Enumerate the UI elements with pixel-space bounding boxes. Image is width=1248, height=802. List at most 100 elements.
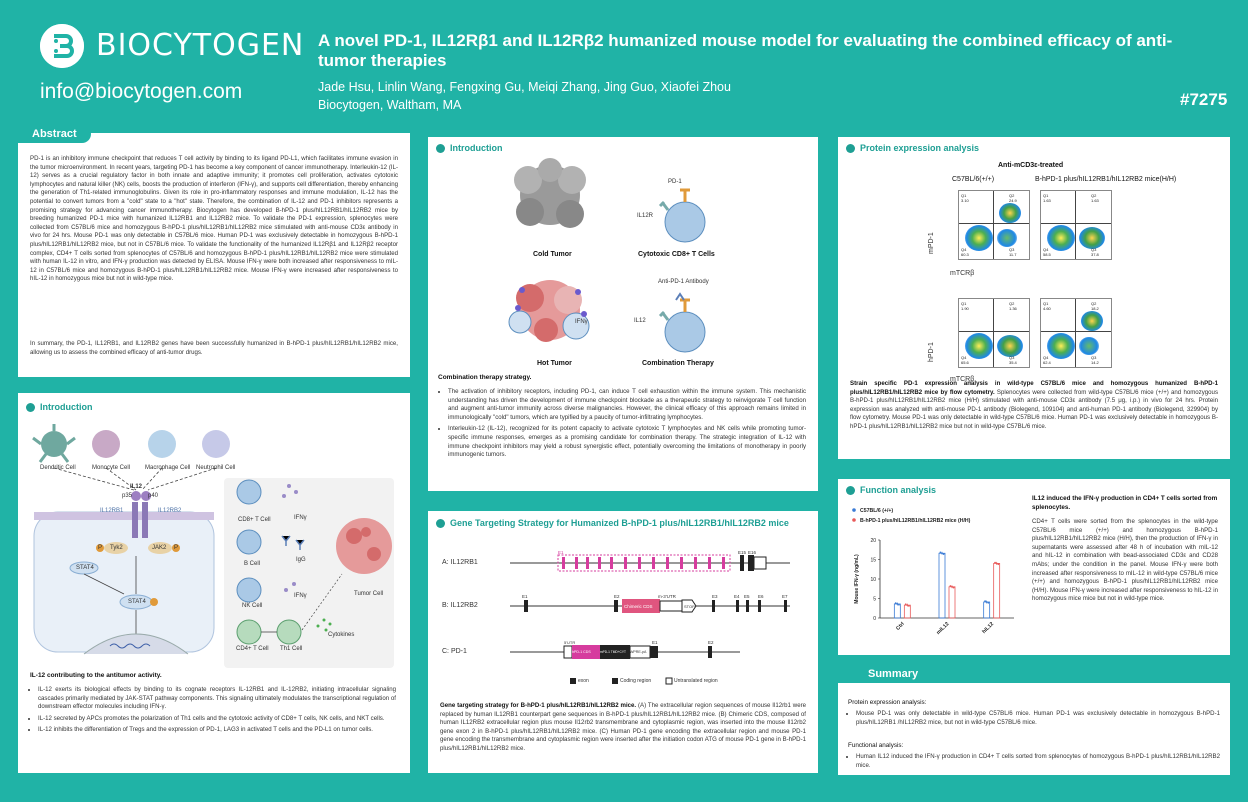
label-row-c: C: PD-1	[442, 648, 467, 655]
y-tick-label: 0	[873, 616, 876, 622]
poster-number: #7275	[1180, 90, 1228, 109]
label-b-e7: E7	[782, 594, 788, 599]
label-c-e1: E1	[652, 640, 658, 645]
summary-heading: Summary	[838, 665, 949, 683]
label-igg: IgG	[296, 557, 306, 563]
data-point	[997, 563, 1000, 566]
contact-email[interactable]: info@biocytogen.com	[40, 80, 243, 103]
label-p40: p40	[148, 493, 159, 499]
ifng-bar-chart: C57BL/6 (+/+)B-hPD-1 plus/hIL12RB1/hIL12…	[852, 508, 1014, 636]
label-cd8-t-cell: CD8+ T Cell	[238, 517, 271, 523]
summary-function-text: Human IL12 induced the IFN-γ production …	[848, 753, 1220, 773]
label-p35: p35	[122, 493, 133, 499]
gene-caption: Gene targeting strategy for B-hPD-1 plus…	[440, 702, 807, 752]
label-il12-mid: IL12	[634, 318, 646, 324]
legend-exon-swatch	[570, 678, 576, 684]
gene-targeting-diagram	[510, 554, 790, 685]
affiliation: Biocytogen, Waltham, MA	[318, 98, 462, 112]
label-p-left: P	[98, 545, 103, 551]
label-c-wpre: WPRE-pA	[630, 650, 647, 654]
section-dot-icon	[26, 402, 35, 412]
data-point	[949, 585, 952, 587]
intro-mid-bullet: Interleukin-12 (IL-12), recognized for i…	[448, 425, 806, 459]
nucleus	[83, 633, 189, 655]
label-x-tcrb-2: mTCRβ	[950, 376, 975, 383]
label-stat4-dimer: STAT4	[128, 599, 146, 605]
label-b-chimeric: Chimeric CDS	[624, 604, 653, 609]
intro-left-heading: Introduction	[26, 402, 93, 412]
legend-exon: exon	[578, 678, 589, 684]
bar	[903, 604, 911, 619]
legend-utr-swatch	[665, 677, 673, 685]
logo-text: BIOCYTOGEN	[96, 28, 305, 63]
summary-function-bullet: Human IL12 induced the IFN-γ production …	[856, 753, 1220, 770]
data-point	[942, 553, 945, 555]
section-dot-icon	[846, 143, 855, 153]
y-tick-label: 20	[870, 538, 876, 544]
flow-plot-hpd1-wt: Q1 1.90 Q2 1.36 Q4 65.6 Q3 35.4	[958, 298, 1030, 368]
legend-utr: Untranslated region	[674, 678, 718, 684]
neutrophil-cell-icon	[202, 430, 230, 458]
x-tick-label: mIL12	[936, 621, 951, 636]
label-nk-cell: NK Cell	[242, 603, 263, 609]
flow-plot-hpd1-hh: Q1 4.60 Q2 18.2 Q4 62.4 Q3 14.2	[1040, 298, 1112, 368]
th1-cell-icon	[276, 619, 302, 645]
data-point	[995, 562, 998, 565]
summary-protein-text: Mouse PD-1 was only detectable in wild-t…	[848, 710, 1220, 730]
cytotoxic-t-cell-icon	[658, 188, 706, 243]
tumor-cell-icon	[336, 518, 392, 574]
legend-label: B-hPD-1 plus/hIL12RB1/hIL12RB2 mice (H/H…	[860, 518, 971, 524]
intro-mid-bullet: The activation of inhibitory receptors, …	[448, 388, 806, 422]
label-a-exon-e16: E16	[748, 550, 757, 555]
biocytogen-logo-icon	[40, 24, 84, 68]
data-point	[894, 602, 897, 605]
label-b-e5: E5	[744, 594, 750, 599]
hot-tumor-icon	[508, 280, 590, 342]
summary-panel	[838, 683, 1230, 775]
function-right-title: IL12 induced the IFN-γ production in CD4…	[1032, 495, 1218, 511]
label-x-tcrb-1: mTCRβ	[950, 270, 975, 277]
label-c-hpd1: hPD-1 CDS	[572, 650, 591, 654]
dendritic-cell-icon	[32, 424, 76, 463]
cd8-t-cell-icon	[236, 479, 262, 505]
summary-protein-bullet: Mouse PD-1 was only detectable in wild-t…	[856, 710, 1220, 727]
label-ifng-2: IFNγ	[294, 593, 307, 599]
intro-left-bullet: IL-12 secreted by APCs promotes the pola…	[38, 715, 396, 724]
y-tick-label: 10	[870, 577, 876, 583]
y-tick-label: 5	[873, 596, 876, 602]
label-ifng-mid: IFNγ	[575, 319, 588, 325]
intro-mid-panel	[428, 137, 818, 491]
label-il12r: IL12R	[637, 213, 654, 219]
label-combination-therapy: Combination Therapy	[642, 360, 714, 367]
flow-plot-mpd1-hh: Q1 1.63 Q2 1.63 Q4 58.5 Q3 37.8	[1040, 190, 1112, 260]
summary-function-title: Functional analysis:	[848, 742, 904, 749]
intro-mid-bullets: The activation of inhibitory receptors, …	[440, 388, 806, 463]
label-macrophage-cell: Macrophage Cell	[145, 465, 191, 471]
abstract-paragraph-2: In summary, the PD-1, IL12RB1, and IL12R…	[30, 340, 398, 356]
data-point	[952, 586, 955, 589]
il12rb2-receptor	[142, 502, 148, 538]
function-heading: Function analysis	[846, 485, 936, 495]
protein-heading: Protein expression analysis	[846, 143, 979, 153]
data-point	[984, 600, 986, 603]
protein-panel	[838, 137, 1230, 459]
intro-mid-subheading: Combination therapy strategy.	[438, 374, 532, 381]
data-point	[985, 601, 988, 603]
authors: Jade Hsu, Linlin Wang, Fengxing Gu, Meiq…	[318, 80, 731, 94]
legend-coding: Coding region	[620, 678, 652, 684]
data-point	[987, 601, 990, 604]
monocyte-cell-icon	[92, 430, 120, 458]
function-right-text: CD4+ T cells were sorted from the spleno…	[1032, 518, 1218, 603]
cell-membrane	[33, 511, 215, 653]
data-point	[908, 605, 910, 607]
label-col-hh: B-hPD-1 plus/hIL12RB1/hIL12RB2 mice(H/H)	[1035, 176, 1177, 183]
label-y-hpd1: hPD-1	[928, 342, 935, 362]
label-b-utr: m-3'UTR	[658, 594, 676, 599]
label-th1-cell: Th1 Cell	[280, 646, 303, 652]
label-cytokines: Cytokines	[328, 632, 355, 638]
legend-marker	[852, 518, 856, 522]
bar	[983, 601, 991, 619]
label-b-e6: E6	[758, 594, 764, 599]
tyk2-node	[104, 542, 128, 554]
data-point	[896, 603, 899, 605]
